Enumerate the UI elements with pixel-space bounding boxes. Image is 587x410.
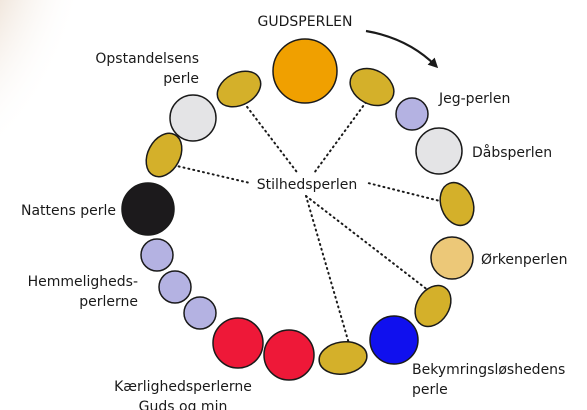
oerken-pearl: [430, 236, 474, 280]
silence-pearl: [439, 181, 475, 227]
opstandelsens-pearl: [169, 94, 217, 142]
hemmeligheds-pearl: [140, 238, 174, 272]
bekymring-label-2: perle: [412, 382, 448, 398]
daab-label: Dåbsperlen: [472, 144, 552, 161]
oerken-label: Ørkenperlen: [481, 252, 568, 268]
silence-pearl: [414, 284, 452, 328]
jeg-pearl: [395, 97, 429, 131]
kaerligheds-label-1: Kærlighedsperlerne: [114, 379, 252, 395]
silence-pearl: [318, 341, 368, 375]
direction-arrow: [365, 29, 439, 69]
title-label: GUDSPERLEN: [258, 14, 353, 30]
hemmeligheds-pearl: [183, 296, 217, 330]
nattens-label: Nattens perle: [21, 203, 116, 219]
jeg-label: Jeg-perlen: [438, 91, 510, 107]
connector-lower-right: [305, 195, 434, 295]
pearl-ring: [121, 38, 475, 381]
opstandelsens-label-2: perle: [163, 71, 199, 87]
hemmeligheds-pearl: [158, 270, 192, 304]
daab-pearl: [415, 127, 463, 175]
connector-left: [163, 162, 251, 184]
kaerligheds-pearl: [263, 329, 315, 381]
connector-lower: [305, 195, 353, 355]
gudsperlen-pearl: [272, 38, 338, 104]
opstandelsens-label-1: Opstandelsens: [95, 51, 199, 67]
center-label: Stilhedsperlen: [257, 177, 357, 193]
center-label-bg: [249, 173, 366, 194]
silence-pearl: [145, 132, 183, 178]
kaerligheds-pearl: [212, 317, 264, 369]
kaerligheds-label-2: Guds og min: [139, 399, 228, 410]
silence-pearl: [216, 70, 262, 108]
bekymring-label-1: Bekymringsløshedens: [412, 362, 565, 378]
bekymring-pearl: [369, 315, 419, 365]
photo-fragment: [0, 0, 95, 190]
hemmeligheds-label-2: perlerne: [79, 294, 138, 310]
silence-pearl: [349, 67, 395, 107]
nattens-pearl: [121, 182, 175, 236]
connector-upper-left: [237, 94, 307, 185]
connector-upper-right: [305, 93, 373, 185]
hemmeligheds-label-1: Hemmeligheds-: [28, 274, 138, 290]
